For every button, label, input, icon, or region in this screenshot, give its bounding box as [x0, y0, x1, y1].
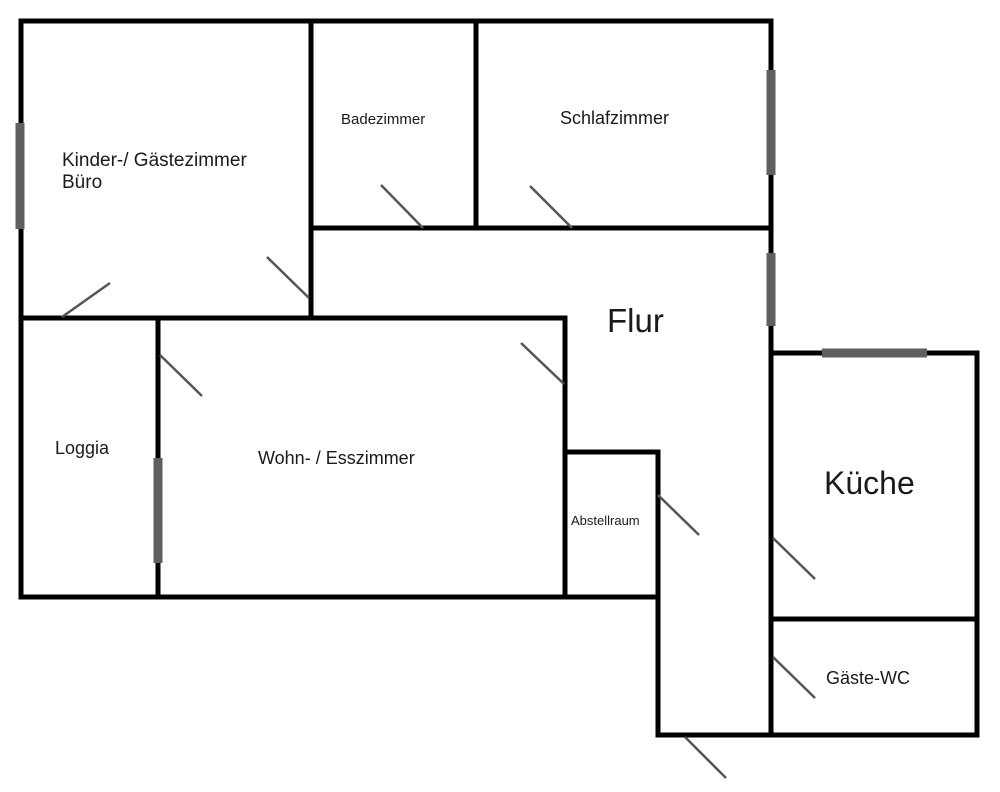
room-label-bad: Badezimmer [341, 111, 425, 128]
walls [18, 18, 980, 738]
door-kinder-flur[interactable] [266, 256, 310, 299]
room-label-wohn: Wohn- / Esszimmer [258, 448, 415, 468]
room-label-buero: Büro [62, 172, 102, 193]
room-label-wc: Gäste-WC [826, 668, 910, 688]
door-entrance[interactable] [684, 736, 727, 779]
windows [15, 70, 927, 563]
room-labels: Kinder-/ Gästezimmer Büro Badezimmer Sch… [55, 108, 915, 688]
room-label-schlaf: Schlafzimmer [560, 108, 669, 128]
door-wc[interactable] [772, 656, 816, 699]
room-label-kinder: Kinder-/ Gästezimmer [62, 150, 247, 171]
doors [61, 184, 816, 779]
room-label-flur: Flur [607, 302, 664, 339]
door-kueche[interactable] [772, 537, 816, 580]
door-wohn-flur[interactable] [520, 342, 565, 385]
door-wohn-loggia[interactable] [159, 354, 203, 397]
door-kinder-loggia[interactable] [61, 281, 111, 319]
door-abstell[interactable] [657, 494, 700, 536]
room-label-loggia: Loggia [55, 438, 110, 458]
door-bad[interactable] [380, 184, 424, 229]
room-label-kueche: Küche [824, 465, 915, 501]
door-schlaf[interactable] [529, 185, 573, 229]
room-label-abstell: Abstellraum [571, 513, 640, 528]
